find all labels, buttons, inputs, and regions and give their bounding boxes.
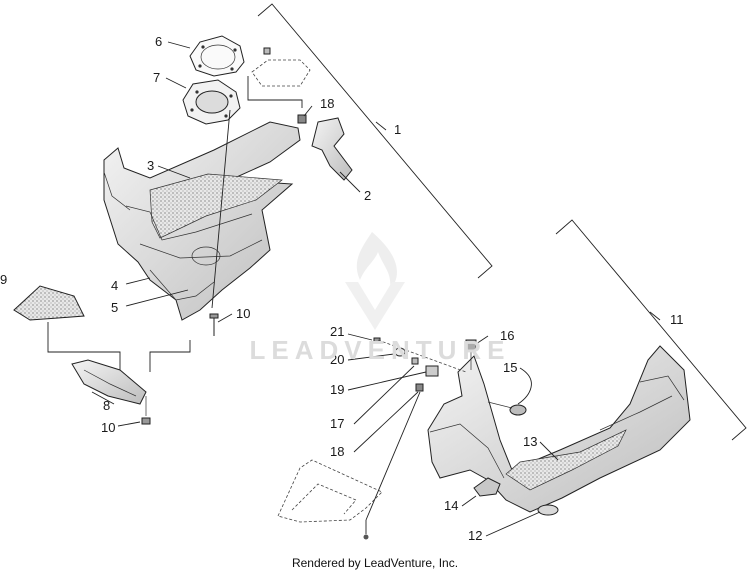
lower-fairing-part-12 (427, 345, 691, 516)
clip-part-16 (465, 339, 477, 370)
bracket-assembly-1 (257, 3, 493, 279)
callout-16: 16 (500, 328, 514, 343)
watermark-text: LEADVENTURE (249, 335, 511, 365)
callout-20: 20 (330, 352, 344, 367)
trim-part-8 (71, 359, 147, 405)
callout-15: 15 (503, 360, 517, 375)
alignment-line (211, 109, 231, 309)
callout-18b: 18 (330, 444, 344, 459)
lower-console-panel (103, 121, 301, 321)
callout-9: 9 (0, 272, 7, 287)
callout-14: 14 (444, 498, 458, 513)
callout-3: 3 (147, 158, 154, 173)
footer-credit: Rendered by LeadVenture, Inc. (291, 556, 459, 570)
top-bracket-hardware (247, 47, 311, 124)
callout-8: 8 (103, 398, 110, 413)
callout-1: 1 (394, 122, 401, 137)
ring-part-7 (182, 79, 241, 125)
callout-12: 12 (468, 528, 482, 543)
callout-19: 19 (330, 382, 344, 397)
dashed-bracket (277, 391, 421, 540)
plug-part-14 (473, 477, 501, 497)
callout-labels: 1 2 3 4 5 6 7 8 9 10 10 11 12 13 14 15 1… (0, 34, 684, 543)
grommet-part-15 (487, 401, 527, 416)
callout-18a: 18 (320, 96, 334, 111)
pad-link-line (47, 322, 121, 382)
callout-13: 13 (523, 434, 537, 449)
callout-21: 21 (330, 324, 344, 339)
bolt-part-10-upper (209, 313, 219, 336)
pad-link-line-2 (149, 340, 191, 372)
bracket-assembly-11 (555, 219, 747, 441)
bolt-part-10-lower (141, 396, 151, 425)
callout-7: 7 (153, 70, 160, 85)
callout-5: 5 (111, 300, 118, 315)
watermark-logo (345, 232, 405, 330)
callout-10b: 10 (101, 420, 115, 435)
callout-10a: 10 (236, 306, 250, 321)
callout-2: 2 (364, 188, 371, 203)
pad-part-9 (13, 285, 85, 321)
callout-11: 11 (670, 312, 684, 327)
callout-4: 4 (111, 278, 118, 293)
callout-17: 17 (330, 416, 344, 431)
bracket-part-2 (311, 117, 353, 181)
gasket-part-6 (189, 35, 245, 77)
leader-lines (91, 41, 661, 537)
hardware-stack (373, 337, 467, 392)
callout-6: 6 (155, 34, 162, 49)
